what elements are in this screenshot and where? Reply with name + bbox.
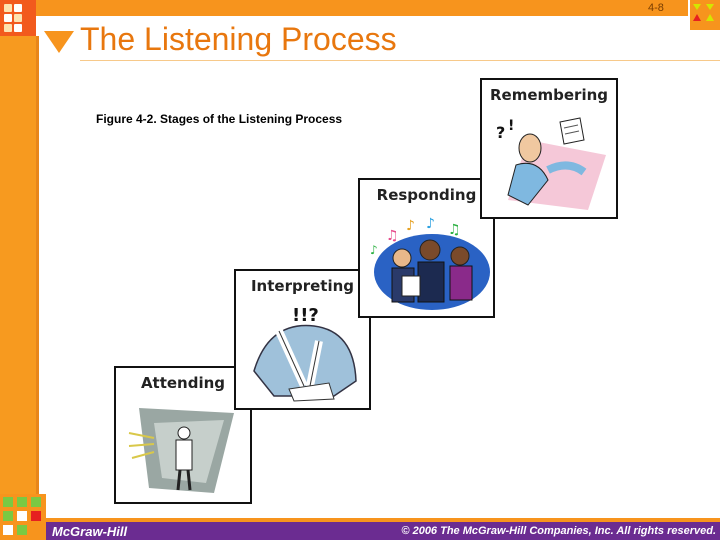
stage-remembering: Remembering ? ! <box>480 78 618 219</box>
stage-attending: Attending <box>114 366 252 504</box>
page-title: The Listening Process <box>80 21 397 57</box>
attending-figure-icon <box>128 408 234 493</box>
svg-text:♪: ♪ <box>370 243 378 257</box>
stage-label: Interpreting <box>250 277 355 295</box>
svg-text:♫: ♫ <box>386 228 399 244</box>
top-band <box>36 0 688 16</box>
title-underline <box>80 60 720 61</box>
svg-text:!: ! <box>508 118 514 134</box>
left-band <box>0 0 36 540</box>
stage-responding: Responding ♫ ♪ ♪ ♫ ♪ <box>358 178 495 318</box>
title-bullet-icon <box>44 31 74 53</box>
svg-text:♪: ♪ <box>426 216 435 232</box>
interpreting-figure-icon: !!? <box>253 305 357 402</box>
stage-label: Responding <box>376 186 477 204</box>
slide-number: 4-8 <box>648 2 664 14</box>
stage-interpreting: Interpreting !!? <box>234 269 371 410</box>
bottom-left-logo-icon <box>0 494 46 540</box>
svg-text:♫: ♫ <box>448 222 461 238</box>
svg-text:?: ? <box>496 123 505 142</box>
svg-text:!!?: !!? <box>292 305 319 326</box>
top-left-logo-icon <box>0 0 36 36</box>
publisher-name: McGraw-Hill <box>52 524 128 539</box>
footer-bar <box>46 522 720 540</box>
copyright-notice: © 2006 The McGraw-Hill Companies, Inc. A… <box>401 525 716 537</box>
figure-caption: Figure 4-2. Stages of the Listening Proc… <box>96 112 343 126</box>
stage-label: Attending <box>140 374 226 392</box>
remembering-figure-icon: ? ! <box>496 117 606 210</box>
svg-text:♪: ♪ <box>406 218 415 234</box>
stage-label: Remembering <box>489 86 609 104</box>
top-right-logo-icon <box>690 0 720 30</box>
responding-figure-icon: ♫ ♪ ♪ ♫ ♪ <box>370 216 490 310</box>
left-divider-line <box>36 36 39 498</box>
